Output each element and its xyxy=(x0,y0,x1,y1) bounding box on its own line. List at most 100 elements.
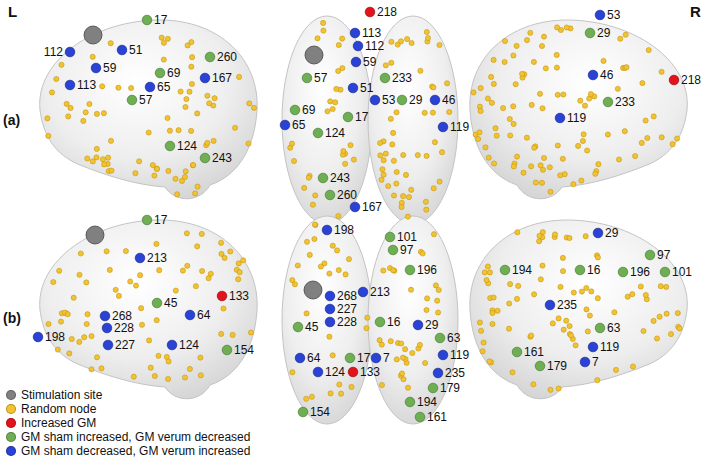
region-node xyxy=(351,57,361,67)
random-node xyxy=(389,60,394,65)
node-number: 233 xyxy=(392,71,412,85)
random-node xyxy=(336,268,341,273)
random-node xyxy=(657,314,662,319)
random-node xyxy=(113,287,118,292)
random-node xyxy=(403,347,408,352)
random-node xyxy=(511,121,516,126)
node-number: 51 xyxy=(360,81,373,95)
random-node xyxy=(394,181,399,186)
random-node xyxy=(485,264,490,269)
random-node xyxy=(573,343,578,348)
random-node xyxy=(561,327,566,332)
random-node xyxy=(445,81,450,86)
random-node xyxy=(578,98,583,103)
random-node xyxy=(502,59,507,64)
node-number: 124 xyxy=(177,139,197,153)
random-node xyxy=(391,130,396,135)
random-node xyxy=(532,145,537,150)
node-number: 97 xyxy=(400,243,413,257)
random-node xyxy=(521,170,526,175)
random-node xyxy=(318,264,323,269)
node-number: 112 xyxy=(365,39,384,53)
node-number: 16 xyxy=(587,263,600,277)
random-node xyxy=(59,62,64,67)
random-node xyxy=(90,159,95,164)
random-node xyxy=(422,110,427,115)
random-node xyxy=(343,161,348,166)
random-node xyxy=(241,258,246,263)
node-number: 7 xyxy=(383,351,390,365)
region-node xyxy=(280,120,290,130)
region-node xyxy=(545,300,555,310)
random-node xyxy=(511,164,516,169)
random-node xyxy=(108,41,113,46)
random-node xyxy=(520,71,525,76)
node-number: 29 xyxy=(605,226,618,240)
random-node xyxy=(539,43,544,48)
stimulation-site xyxy=(305,46,323,64)
random-node xyxy=(82,335,87,340)
region-node xyxy=(155,68,165,78)
random-node xyxy=(236,261,241,266)
node-number: 16 xyxy=(387,315,400,329)
node-number: 124 xyxy=(179,338,199,352)
random-node xyxy=(477,130,482,135)
random-node xyxy=(587,313,592,318)
random-node xyxy=(337,382,342,387)
node-number: 29 xyxy=(409,93,422,107)
random-node xyxy=(409,40,414,45)
random-node xyxy=(183,104,188,109)
random-node xyxy=(89,334,94,339)
random-node xyxy=(173,288,178,293)
node-number: 46 xyxy=(442,93,455,107)
random-node xyxy=(436,287,441,292)
random-node xyxy=(116,85,121,90)
random-node xyxy=(107,267,112,272)
node-number: 57 xyxy=(139,93,152,107)
random-node xyxy=(109,168,114,173)
random-node xyxy=(304,239,309,244)
random-node xyxy=(399,371,404,376)
random-node xyxy=(664,284,669,289)
random-node xyxy=(77,272,82,277)
random-node xyxy=(304,396,309,401)
node-number: 235 xyxy=(445,366,465,380)
random-node xyxy=(173,176,178,181)
region-node xyxy=(555,113,565,123)
random-node xyxy=(147,338,152,343)
random-node xyxy=(351,157,356,162)
random-node xyxy=(623,32,628,37)
random-node xyxy=(386,184,391,189)
random-node xyxy=(401,152,406,157)
region-node xyxy=(438,122,448,132)
random-node xyxy=(502,38,507,43)
random-node xyxy=(677,326,682,331)
random-node xyxy=(309,394,314,399)
random-node xyxy=(478,108,483,113)
random-node xyxy=(391,158,396,163)
random-node xyxy=(312,236,317,241)
random-node xyxy=(439,150,444,155)
region-node xyxy=(385,232,395,242)
region-node xyxy=(165,141,175,151)
random-node xyxy=(84,321,89,326)
random-node xyxy=(222,255,227,260)
random-node xyxy=(65,312,70,317)
random-node xyxy=(552,232,557,237)
random-node xyxy=(515,230,520,235)
random-node xyxy=(511,53,516,58)
random-node xyxy=(190,55,195,60)
random-node xyxy=(137,159,142,164)
random-node xyxy=(221,306,226,311)
random-node xyxy=(327,271,332,276)
random-node xyxy=(548,189,553,194)
random-node xyxy=(513,82,518,87)
region-node xyxy=(397,95,407,105)
random-node xyxy=(567,324,572,329)
region-node xyxy=(343,112,353,122)
random-node xyxy=(659,69,664,74)
region-node xyxy=(142,215,152,225)
random-node xyxy=(390,142,395,147)
node-number: 243 xyxy=(212,151,232,165)
random-node xyxy=(639,140,644,145)
